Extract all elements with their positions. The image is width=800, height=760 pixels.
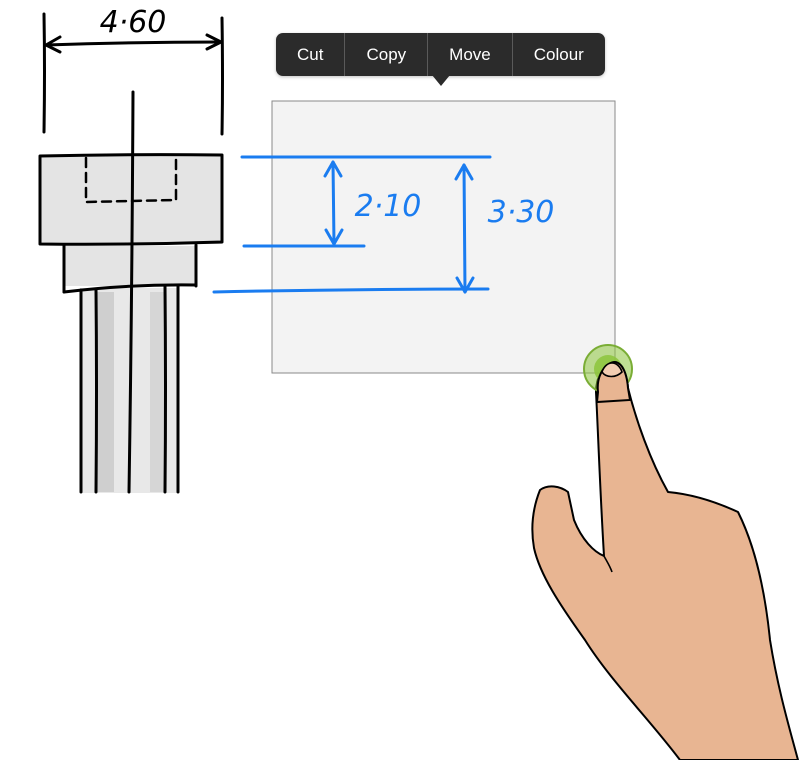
pointing-hand-icon [531, 361, 799, 760]
colour-button[interactable]: Colour [511, 33, 605, 76]
cut-button[interactable]: Cut [297, 44, 324, 64]
move-button[interactable]: Move [427, 33, 512, 76]
fingernail [601, 362, 623, 378]
top-dimension-label: 4·60 [100, 5, 167, 40]
blue-annotation[interactable] [212, 155, 492, 294]
column-sketch [38, 12, 224, 494]
context-menu-pointer [432, 75, 450, 86]
inner-dimension-label: 2·10 [355, 189, 422, 224]
outer-dimension-label: 3·30 [488, 195, 555, 230]
selection-box[interactable] [271, 100, 616, 374]
context-menu: Cut Copy Move Colour [276, 33, 605, 76]
copy-button[interactable]: Copy [344, 33, 427, 76]
